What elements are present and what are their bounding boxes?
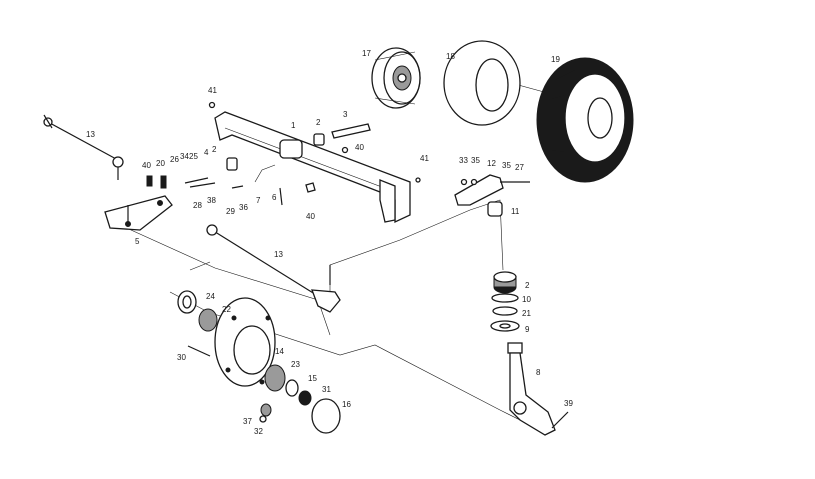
inner-tube <box>443 40 521 126</box>
callout-label: 13 <box>86 130 95 139</box>
callout-label: 10 <box>522 295 531 304</box>
callout-label: 41 <box>208 86 217 95</box>
callout-label: 6 <box>272 193 277 202</box>
callout-label: 17 <box>362 49 371 58</box>
callout-label: 8 <box>536 368 541 377</box>
callout-label: 28 <box>193 201 202 210</box>
callout-label: 32 <box>254 427 263 436</box>
tie-rod-upper <box>43 114 124 180</box>
callout-label: 5 <box>135 237 140 246</box>
callout-label: 41 <box>420 154 429 163</box>
callout-label: 34 <box>180 152 189 161</box>
callout-label: 40 <box>355 143 364 152</box>
callout-label: 4 <box>204 148 209 157</box>
callout-label: 23 <box>291 360 300 369</box>
tire <box>536 57 634 183</box>
axle-beam <box>214 111 411 224</box>
callout-label: 16 <box>342 400 351 409</box>
callout-label: 26 <box>170 155 179 164</box>
callout-label: 9 <box>525 325 530 334</box>
callout-label: 27 <box>515 163 524 172</box>
callout-label: 2 <box>316 118 321 127</box>
callout-label: 30 <box>177 353 186 362</box>
small-parts <box>146 101 421 206</box>
callout-label: 25 <box>189 152 198 161</box>
callout-label: 7 <box>256 196 261 205</box>
callout-label: 35 <box>502 161 511 170</box>
callout-label: 2 <box>525 281 530 290</box>
hub-assembly <box>177 290 341 434</box>
bracket-left <box>104 195 173 231</box>
callout-label: 38 <box>207 196 216 205</box>
steering-knuckle <box>507 342 569 436</box>
callout-label: 19 <box>551 55 560 64</box>
callout-label: 22 <box>222 305 231 314</box>
callout-label: 15 <box>308 374 317 383</box>
tie-rod-middle <box>206 224 341 313</box>
wheel-rim <box>371 47 421 109</box>
callout-label: 11 <box>511 207 520 216</box>
callout-label: 35 <box>471 156 480 165</box>
callout-label: 33 <box>459 156 468 165</box>
callout-label: 36 <box>239 203 248 212</box>
callout-label: 39 <box>564 399 573 408</box>
steering-arm <box>454 174 530 217</box>
callout-label: 3 <box>343 110 348 119</box>
callout-label: 29 <box>226 207 235 216</box>
callout-label: 1 <box>291 121 296 130</box>
callout-label: 18 <box>446 52 455 61</box>
callout-label: 37 <box>243 417 252 426</box>
callout-label: 24 <box>206 292 215 301</box>
callout-label: 20 <box>156 159 165 168</box>
callout-label: 40 <box>142 161 151 170</box>
callout-label: 14 <box>275 347 284 356</box>
callout-label: 40 <box>306 212 315 221</box>
callout-label: 13 <box>274 250 283 259</box>
callout-label: 2 <box>212 145 217 154</box>
callout-label: 31 <box>322 385 331 394</box>
callout-label: 12 <box>487 159 496 168</box>
spindle-stack <box>490 271 520 332</box>
callout-label: 21 <box>522 309 531 318</box>
callout-labels: 1 2 2 2 3 4 5 6 7 8 9 10 11 12 13 13 14 … <box>86 49 573 436</box>
